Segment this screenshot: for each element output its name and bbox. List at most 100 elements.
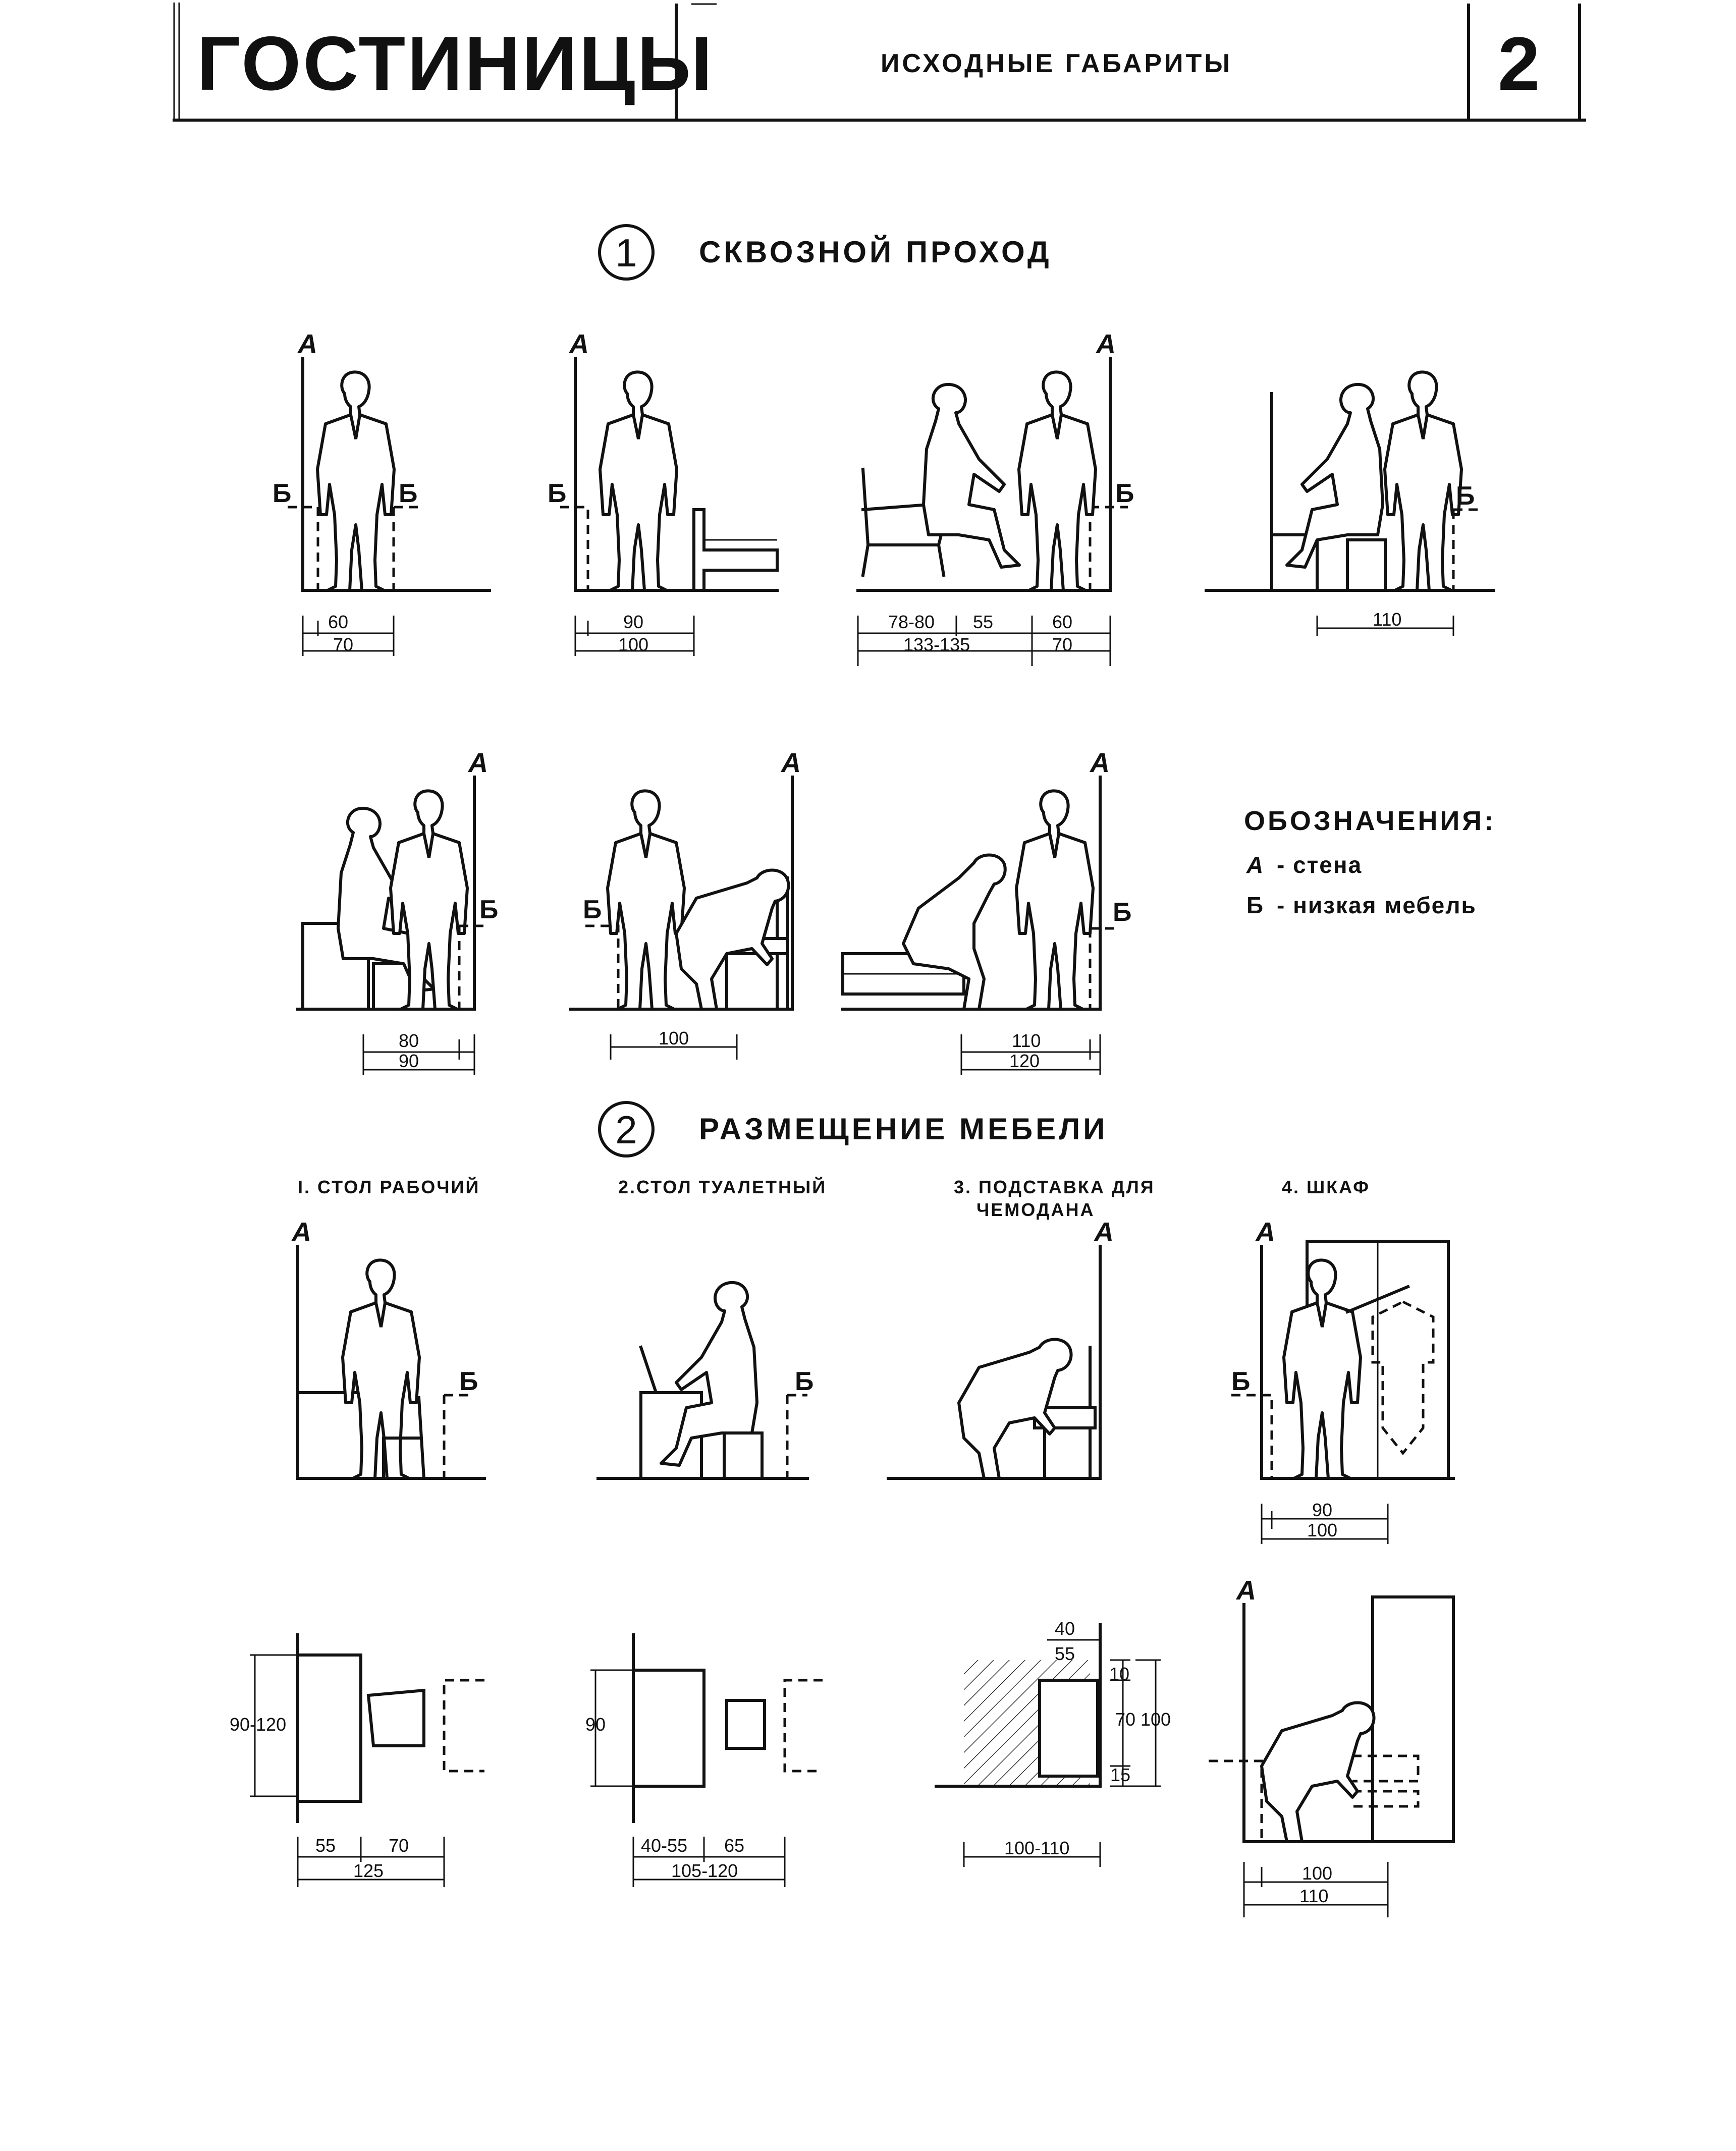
passage-diagram-4: Б 110 — [1205, 372, 1495, 636]
dim-label: 80 — [399, 1030, 419, 1051]
low-furniture-label: Б — [1113, 898, 1131, 927]
passage-diagram-2: А Б 90 100 — [548, 329, 779, 656]
dim-label: 100-110 — [1004, 1838, 1069, 1858]
wall-label: А — [297, 329, 317, 359]
low-furniture-label: Б — [459, 1367, 478, 1396]
wall-label: А — [291, 1217, 311, 1247]
caption-luggage-stand-2: ЧЕМОДАНА — [976, 1199, 1095, 1220]
wall-label: А — [1093, 1217, 1114, 1247]
dim-label: 55 — [973, 612, 993, 632]
wardrobe-shape — [1371, 1595, 1455, 1843]
caption-dressing-table: 2.СТОЛ ТУАЛЕТНЫЙ — [618, 1176, 827, 1197]
caption-luggage-stand: 3. ПОДСТАВКА ДЛЯ — [954, 1177, 1155, 1197]
legend-key-low: Б — [1246, 892, 1264, 918]
dim-label: 65 — [724, 1835, 744, 1856]
passage-diagram-7: А Б 110 120 — [841, 748, 1131, 1075]
legend-title: ОБОЗНАЧЕНИЯ: — [1244, 806, 1496, 836]
chair-plan-shape — [366, 1688, 425, 1747]
low-furniture-label: Б — [1231, 1367, 1250, 1396]
wall-label: А — [1235, 1575, 1256, 1606]
dim-label: 78-80 — [888, 612, 935, 632]
dim-label: 110 — [1012, 1030, 1041, 1051]
dim-label: 10 — [1109, 1664, 1129, 1684]
section1-number: 1 — [615, 231, 637, 275]
dim-label: 70 — [333, 634, 353, 655]
dressing-table-plan-shape — [632, 1669, 706, 1788]
dim-label: 90 — [585, 1714, 606, 1735]
dim-label: 133-135 — [903, 634, 970, 655]
legend-key-wall: А — [1246, 852, 1264, 878]
stool-plan-shape — [725, 1699, 766, 1750]
passage-diagram-1: А Б Б 60 70 — [273, 329, 491, 656]
dim-label: 70 — [1115, 1709, 1135, 1730]
page-title: ГОСТИНИЦЫ — [197, 21, 714, 106]
desk-plan-shape — [296, 1653, 362, 1803]
dim-label: 90 — [623, 612, 643, 632]
low-furniture-label: Б — [1456, 481, 1475, 511]
section2-title: РАЗМЕЩЕНИЕ МЕБЕЛИ — [699, 1112, 1108, 1146]
passage-diagram-5: А Б 80 90 — [296, 748, 498, 1075]
stool-shape — [1346, 538, 1387, 592]
section2-number: 2 — [615, 1108, 637, 1152]
wall-label: А — [568, 329, 589, 359]
dim-label: 60 — [328, 612, 348, 632]
dim-label: 100 — [1302, 1863, 1332, 1884]
low-furniture-label: Б — [1115, 479, 1134, 508]
dim-label: 55 — [1055, 1643, 1075, 1664]
dim-label: 100 — [1307, 1520, 1337, 1540]
dim-label: 60 — [1052, 612, 1072, 632]
page-number: 2 — [1498, 21, 1540, 106]
furniture-elevation-desk: А Б — [291, 1217, 486, 1480]
dim-label: 70 — [1052, 634, 1072, 655]
page-subtitle: ИСХОДНЫЕ ГАБАРИТЫ — [881, 49, 1232, 78]
wall-label: А — [1255, 1217, 1275, 1247]
wardrobe-low-access: А 100 110 — [1209, 1575, 1455, 1917]
dim-label: 40 — [1055, 1618, 1075, 1639]
low-furniture-label: Б — [548, 479, 566, 508]
dim-label: 90 — [1312, 1500, 1332, 1520]
plan-desk: 90-120 55 70 125 — [230, 1633, 484, 1887]
caption-work-desk: I. СТОЛ РАБОЧИЙ — [298, 1176, 480, 1197]
low-furniture-label: Б — [583, 895, 602, 924]
section1-heading: 1 СКВОЗНОЙ ПРОХОД — [598, 224, 1049, 281]
dim-label: 90-120 — [230, 1714, 286, 1735]
wall-label: А — [780, 748, 801, 778]
low-furniture-label: Б — [273, 479, 291, 508]
dim-label: 110 — [1373, 609, 1401, 630]
dim-label: 120 — [1009, 1051, 1040, 1071]
section2-number-circle — [598, 1101, 655, 1157]
dim-label: 100 — [1141, 1709, 1171, 1730]
section2-heading: 2 РАЗМЕЩЕНИЕ МЕБЕЛИ — [598, 1101, 1108, 1157]
plan-dressing-table: 90 40-55 65 105-120 — [585, 1633, 823, 1887]
dim-label: 110 — [1299, 1886, 1328, 1906]
passage-diagram-6: А Б 100 — [569, 748, 801, 1060]
furniture-elevation-luggage-stand: А — [887, 1217, 1114, 1480]
dim-label: 55 — [315, 1835, 336, 1856]
legend-text-low: - низкая мебель — [1277, 892, 1477, 918]
desk-shape — [296, 1391, 365, 1480]
dim-label: 70 — [389, 1835, 409, 1856]
furniture-elevation-wardrobe: А Б 90 100 — [1231, 1217, 1455, 1544]
stool-shape — [723, 1431, 764, 1480]
caption-wardrobe: 4. ШКАФ — [1282, 1177, 1370, 1197]
dim-label: 100 — [618, 634, 648, 655]
dim-label: 100 — [659, 1028, 689, 1049]
dim-label: 15 — [1110, 1764, 1130, 1785]
furniture-elevation-dressing-table: Б — [596, 1283, 813, 1480]
low-furniture-label: Б — [479, 895, 498, 924]
low-furniture-label: Б — [399, 479, 417, 508]
dim-label: 90 — [399, 1051, 419, 1071]
dim-label: 125 — [353, 1860, 384, 1881]
luggage-stand-plan-shape — [1038, 1679, 1099, 1778]
plan-luggage-stand: 40 55 10 70 100 15 100-110 — [935, 1618, 1171, 1867]
passage-diagram-3: А Б 78-80 55 133-135 60 70 — [856, 329, 1134, 666]
sofa-shape — [692, 508, 779, 592]
section1-number-circle — [598, 224, 655, 281]
legend: ОБОЗНАЧЕНИЯ: А - стена Б - низкая мебель — [1244, 806, 1496, 918]
header: ГОСТИНИЦЫ ИСХОДНЫЕ ГАБАРИТЫ 2 — [173, 3, 1586, 122]
wall-label: А — [467, 748, 488, 778]
wall-label: А — [1089, 748, 1110, 778]
wall-label: А — [1095, 329, 1116, 359]
low-furniture-label: Б — [795, 1367, 813, 1396]
